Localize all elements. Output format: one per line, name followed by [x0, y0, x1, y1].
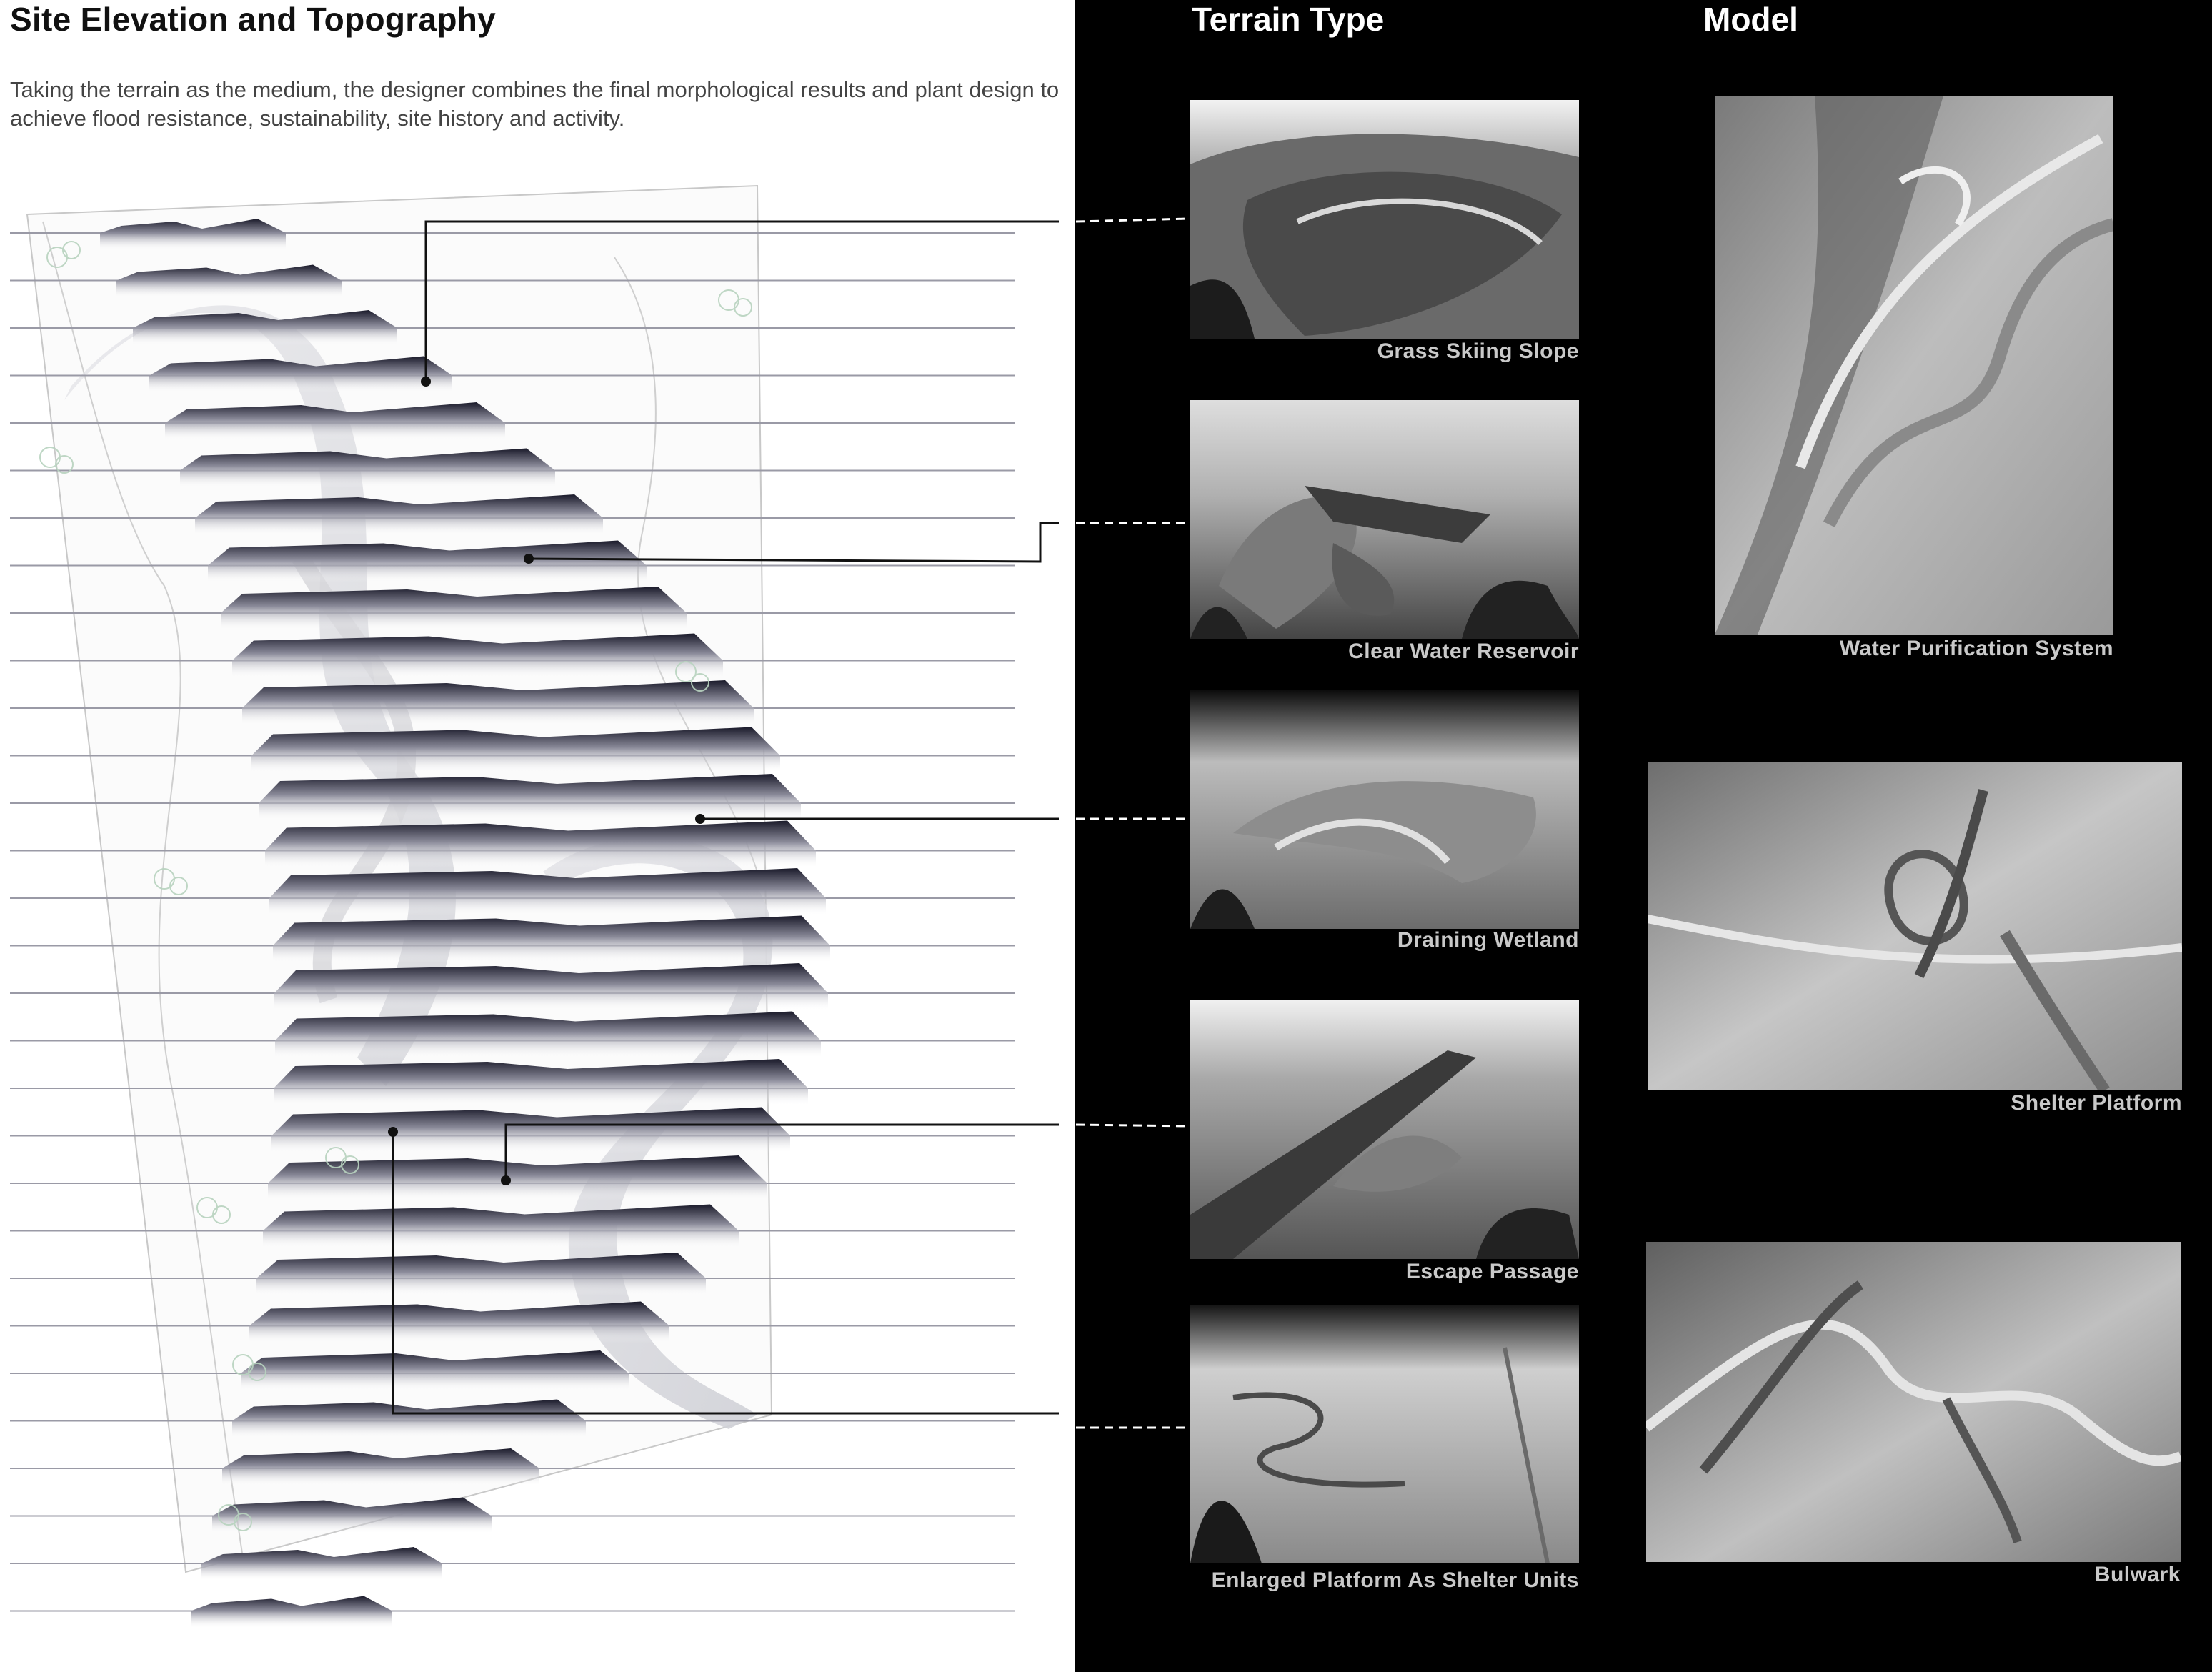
site-description: Taking the terrain as the medium, the de… — [10, 77, 1060, 131]
topography-elevation-drawing — [10, 184, 1015, 1628]
section-ridge — [269, 868, 826, 915]
escape-passage-photo — [1190, 1000, 1579, 1259]
section-ridge — [275, 1011, 821, 1058]
section-ridge — [221, 587, 687, 630]
section-ridge — [222, 1448, 539, 1486]
clear-water-reservoir-photo — [1190, 400, 1579, 639]
section-ridge — [274, 1059, 808, 1105]
section-ridge — [259, 774, 801, 820]
section-ridge — [265, 820, 816, 868]
section-ridge — [212, 1497, 492, 1533]
section-ridge — [180, 448, 555, 488]
section-ridge — [100, 219, 286, 250]
enlarged-platform-photo — [1190, 1305, 1579, 1563]
draining-wetland-caption: Draining Wetland — [1397, 928, 1579, 952]
section-ridge — [149, 356, 452, 393]
bulwark-caption: Bulwark — [2094, 1563, 2181, 1586]
section-ridge — [116, 264, 342, 298]
draining-wetland-photo — [1190, 690, 1579, 929]
section-ridge — [274, 963, 828, 1010]
section-ridge — [273, 915, 830, 963]
escape-passage-caption: Escape Passage — [1405, 1260, 1579, 1283]
section-ridge — [191, 1596, 392, 1628]
page-title: Site Elevation and Topography — [10, 1, 497, 38]
grass-skiing-slope-caption: Grass Skiing Slope — [1377, 339, 1579, 363]
water-purification-model-photo — [1715, 96, 2113, 635]
section-ridge — [232, 633, 723, 678]
section-ridge — [242, 680, 754, 725]
bulwark-model-photo — [1646, 1242, 2181, 1562]
shelter-platform-model-photo — [1648, 762, 2182, 1090]
grass-skiing-slope-photo — [1190, 100, 1579, 339]
shelter-platform-caption: Shelter Platform — [2011, 1091, 2182, 1115]
terrain-type-heading: Terrain Type — [1192, 1, 1385, 38]
elevation-section-lines — [10, 219, 1015, 1628]
site-elevation-panel: Site Elevation and Topography Taking the… — [0, 0, 1075, 1672]
section-ridge — [201, 1547, 442, 1581]
section-ridge — [251, 727, 780, 773]
section-ridge — [165, 402, 505, 440]
section-ridge — [195, 494, 603, 535]
clear-water-reservoir-caption: Clear Water Reservoir — [1348, 640, 1579, 663]
enlarged-platform-caption: Enlarged Platform As Shelter Units — [1211, 1568, 1579, 1592]
section-ridge — [133, 310, 397, 345]
water-purification-caption: Water Purification System — [1839, 637, 2113, 660]
model-heading: Model — [1703, 1, 1798, 38]
